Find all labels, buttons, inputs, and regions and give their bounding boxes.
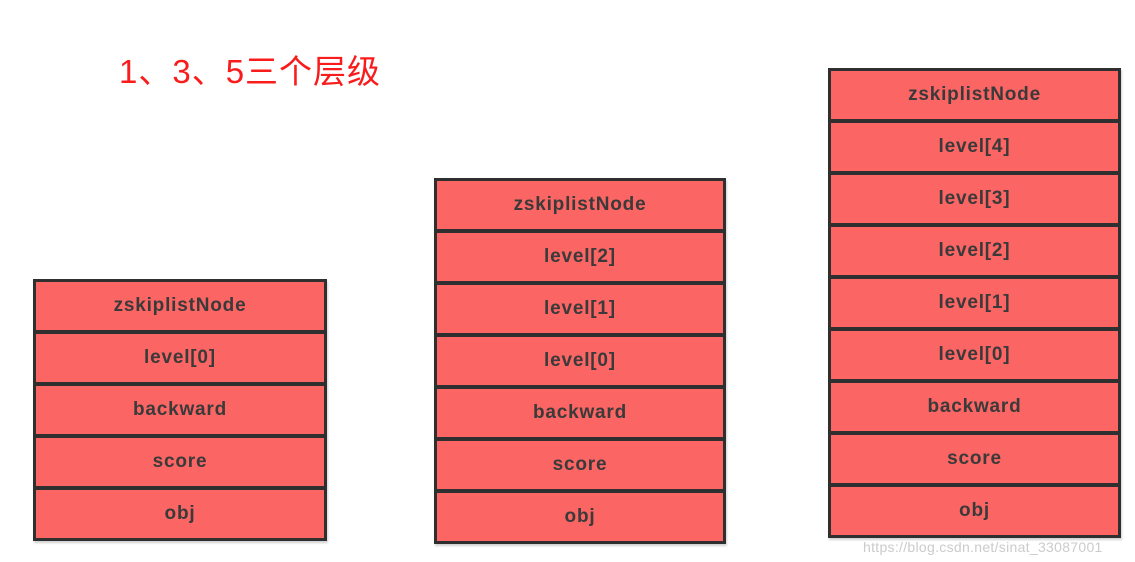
node-field-level1: level[1] <box>437 285 723 337</box>
node-field-level0: level[0] <box>831 331 1118 383</box>
node-field-score: score <box>36 438 324 490</box>
node-field-score: score <box>437 441 723 493</box>
page-title: 1、3、5三个层级 <box>119 53 382 90</box>
node-field-level1: level[1] <box>831 279 1118 331</box>
node-field-level2: level[2] <box>831 227 1118 279</box>
node-field-level0: level[0] <box>36 334 324 386</box>
node-field-obj: obj <box>36 490 324 538</box>
node-field-level4: level[4] <box>831 123 1118 175</box>
node-field-obj: obj <box>831 487 1118 535</box>
node-field-obj: obj <box>437 493 723 541</box>
skiplist-node-5-level: zskiplistNode level[4] level[3] level[2]… <box>828 68 1121 538</box>
node-struct-name: zskiplistNode <box>831 71 1118 123</box>
node-field-score: score <box>831 435 1118 487</box>
csdn-watermark: https://blog.csdn.net/sinat_33087001 <box>863 539 1103 555</box>
skiplist-node-3-level: zskiplistNode level[2] level[1] level[0]… <box>434 178 726 544</box>
node-field-level3: level[3] <box>831 175 1118 227</box>
node-field-backward: backward <box>831 383 1118 435</box>
node-field-backward: backward <box>437 389 723 441</box>
node-field-backward: backward <box>36 386 324 438</box>
node-struct-name: zskiplistNode <box>36 282 324 334</box>
node-struct-name: zskiplistNode <box>437 181 723 233</box>
node-field-level2: level[2] <box>437 233 723 285</box>
skiplist-node-1-level: zskiplistNode level[0] backward score ob… <box>33 279 327 541</box>
node-field-level0: level[0] <box>437 337 723 389</box>
